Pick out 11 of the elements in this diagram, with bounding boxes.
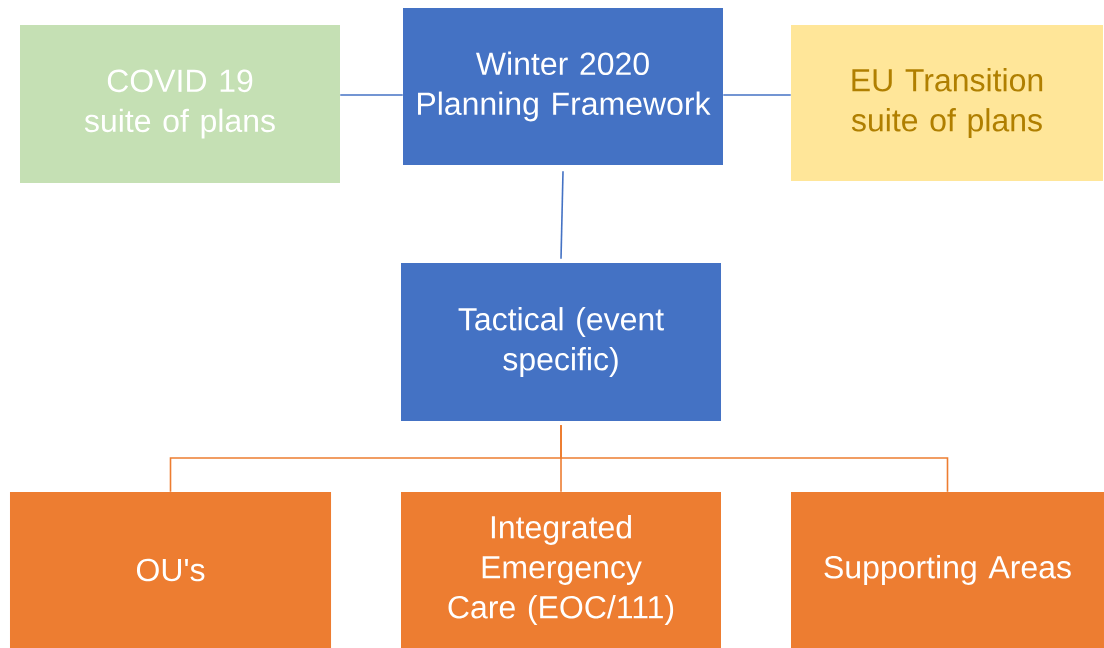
process-box: Tactical (event specific) xyxy=(401,263,721,421)
process-box: Integrated Emergency Care (EOC/111) xyxy=(401,492,721,648)
connector-line xyxy=(722,94,792,96)
connector-line xyxy=(560,170,564,260)
process-box: Supporting Areas xyxy=(790,492,1104,648)
process-box: Winter 2020 Planning Framework xyxy=(403,7,723,166)
connector-line xyxy=(339,94,404,96)
connector-line xyxy=(560,424,949,493)
process-box: OU's xyxy=(9,492,332,648)
process-box: EU Transition suite of plans xyxy=(791,25,1103,181)
process-box: COVID 19 suite of plans xyxy=(20,25,340,183)
